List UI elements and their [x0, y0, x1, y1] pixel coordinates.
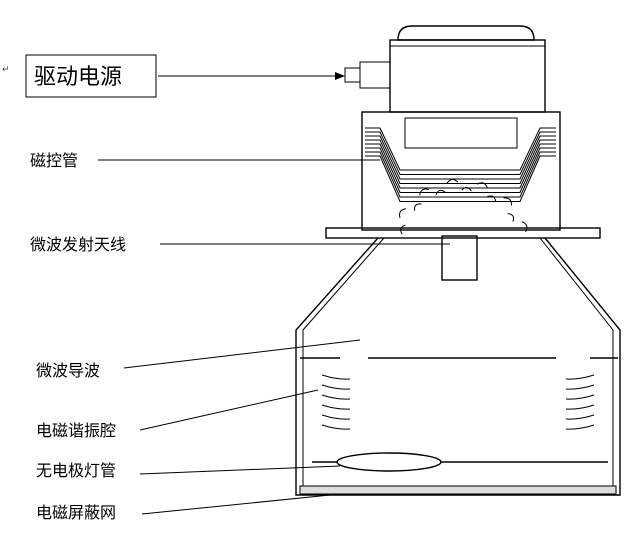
- wave-arc: [321, 424, 351, 430]
- microwave-arcs: [321, 179, 595, 430]
- label-antenna: 微波发射天线: [30, 235, 126, 254]
- wave-arc: [321, 414, 351, 420]
- power-supply-label-box: [25, 54, 157, 98]
- label-waveguide: 微波导波: [36, 361, 100, 380]
- label-magnetron: 磁控管: [30, 151, 78, 170]
- label-shield-mesh: 电磁屏蔽网: [36, 503, 116, 522]
- wave-arc: [565, 404, 595, 410]
- para-mark: ↵: [2, 65, 10, 75]
- arrow-head: [335, 72, 345, 80]
- magnetron-coil: [365, 155, 556, 202]
- wave-arc: [321, 394, 351, 400]
- magnetron-coil: [365, 131, 556, 175]
- wave-arc: [487, 195, 497, 202]
- shield-mesh: [299, 485, 617, 495]
- wave-arc: [565, 374, 595, 380]
- wave-arc: [435, 189, 446, 196]
- magnetron-coil: [365, 143, 556, 189]
- magnetron-coil: [365, 147, 556, 193]
- power-supply-unit: [344, 25, 546, 113]
- wave-arc: [476, 182, 488, 188]
- magnetron-coil: [365, 135, 556, 180]
- wave-arc: [321, 374, 351, 380]
- magnetron: [361, 111, 561, 231]
- flange-plate: [325, 227, 601, 239]
- label-power-supply: 驱动电源: [34, 65, 122, 90]
- wave-arc: [321, 384, 351, 390]
- wave-arc: [414, 203, 422, 211]
- leader-waveguide: [123, 339, 361, 369]
- wave-arc: [565, 414, 595, 420]
- magnetron-coil: [365, 139, 556, 184]
- magnetron-coil: [365, 127, 556, 171]
- wave-arc: [507, 213, 515, 222]
- magnetron-coil: [365, 151, 556, 198]
- wave-arc: [565, 384, 595, 390]
- cavity-housing: [295, 237, 621, 496]
- wave-arc: [521, 221, 528, 233]
- wave-arc: [400, 224, 406, 235]
- wave-arc: [399, 208, 407, 219]
- leader-shield: [141, 493, 341, 515]
- wave-arc: [446, 179, 459, 184]
- leader-lamp: [139, 465, 341, 475]
- wave-arc: [461, 186, 472, 192]
- wave-arc: [565, 394, 595, 400]
- leader-resonant-cavity: [139, 389, 319, 431]
- label-electrodeless-lamp: 无电极灯管: [36, 461, 116, 480]
- electrodeless-lamp: [312, 452, 608, 472]
- wave-arc: [321, 404, 351, 410]
- label-resonant-cavity: 电磁谐振腔: [36, 421, 116, 440]
- antenna: [441, 235, 478, 281]
- wave-arc: [565, 424, 595, 430]
- wave-arc: [503, 197, 512, 206]
- wave-arc: [419, 188, 430, 196]
